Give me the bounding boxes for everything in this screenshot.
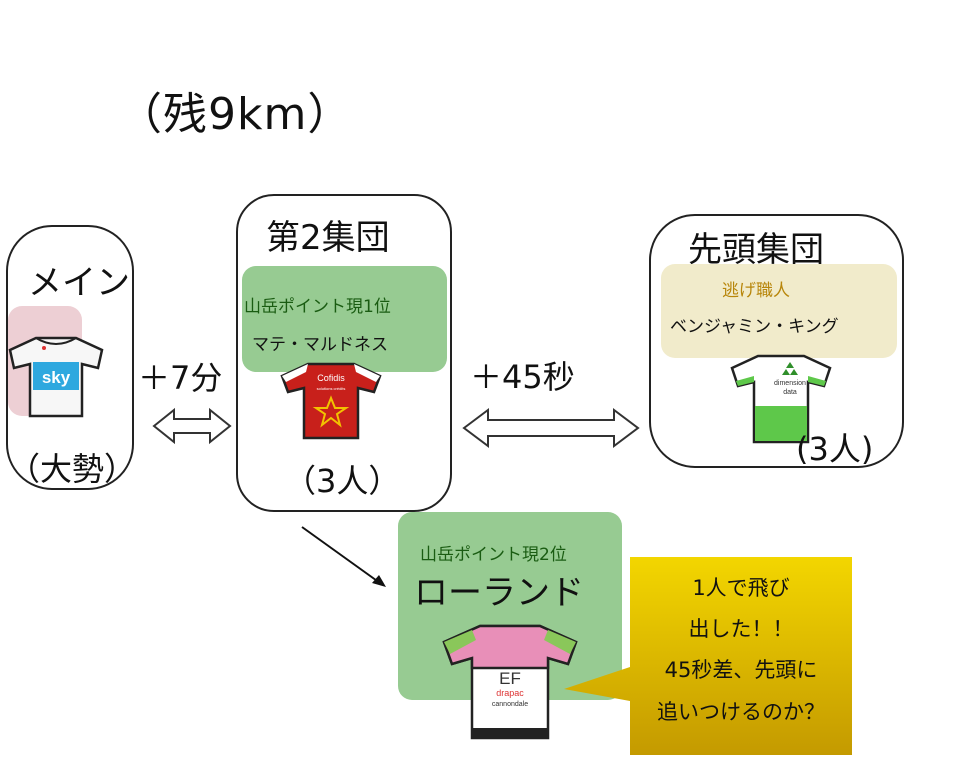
second-group-count: （3人） bbox=[284, 462, 401, 500]
callout-line-2: 出した！！ bbox=[688, 617, 794, 641]
sky-jersey-icon: sky bbox=[8, 336, 104, 418]
callout-line-1: 1人で飛び bbox=[692, 576, 790, 600]
ef-jersey-sub-2: cannondale bbox=[492, 701, 528, 708]
second-group-label: 第2集団 bbox=[266, 218, 390, 258]
second-group-info-1: 山岳ポイント現1位 bbox=[244, 297, 391, 317]
main-group-label: メイン bbox=[28, 263, 130, 303]
callout-line-4: 追いつけるのか？ bbox=[657, 700, 825, 724]
ef-jersey-icon: EF drapac cannondale bbox=[442, 624, 578, 740]
lead-group-info-2: ベンジャミン・キング bbox=[670, 317, 839, 337]
main-group-count: （大勢） bbox=[8, 450, 137, 488]
double-arrow-icon-2 bbox=[462, 408, 640, 448]
lead-group-info-1: 逃げ職人 bbox=[722, 281, 790, 301]
callout-bubble bbox=[564, 557, 852, 755]
gap-second-lead: ＋45秒 bbox=[470, 358, 575, 396]
lead-group-label: 先頭集団 bbox=[688, 230, 824, 270]
second-group-info-2: マテ・マルドネス bbox=[252, 335, 388, 355]
cofidis-jersey-text: Cofidis bbox=[317, 373, 345, 383]
dimension-jersey-text-2: data bbox=[783, 389, 797, 396]
cofidis-jersey-icon: Cofidis solutions crédits bbox=[280, 362, 382, 440]
lead-group-info-box bbox=[661, 264, 897, 358]
second-group-info-box bbox=[242, 266, 447, 372]
ef-jersey-text: EF bbox=[499, 669, 521, 688]
sky-jersey-text: sky bbox=[42, 368, 71, 387]
dimension-data-jersey-icon: dimension data bbox=[730, 354, 832, 444]
callout-line-3: 45秒差、先頭に bbox=[664, 658, 818, 682]
rider-info: 山岳ポイント現2位 bbox=[420, 545, 567, 565]
ef-jersey-sub-1: drapac bbox=[496, 688, 524, 698]
double-arrow-icon-1 bbox=[152, 407, 232, 445]
rider-name: ローランド bbox=[414, 573, 584, 613]
gap-main-second: ＋7分 bbox=[138, 359, 223, 397]
lead-group-count: (3人) bbox=[796, 430, 874, 468]
dimension-jersey-text-1: dimension bbox=[774, 380, 806, 387]
page-title: （残9km） bbox=[118, 89, 353, 140]
cofidis-jersey-sub: solutions crédits bbox=[317, 386, 346, 391]
attack-arrow-icon bbox=[301, 526, 386, 587]
